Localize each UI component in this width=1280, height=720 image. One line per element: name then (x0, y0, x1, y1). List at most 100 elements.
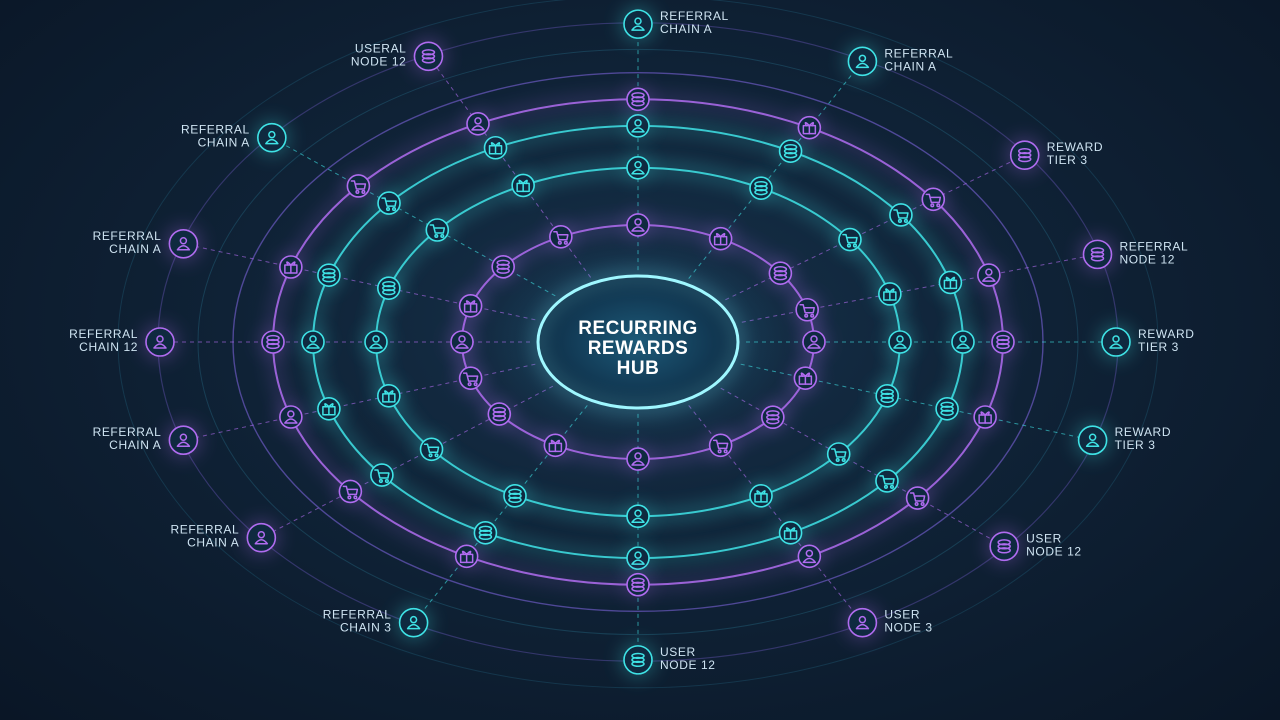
inner-node[interactable] (313, 393, 344, 424)
inner-node[interactable] (918, 184, 949, 215)
inner-node[interactable] (470, 517, 501, 548)
outer-node-label-line: CHAIN 3 (340, 621, 392, 635)
spoke-line (688, 405, 863, 623)
node-disc (487, 402, 512, 426)
inner-node[interactable] (623, 84, 653, 115)
user-icon (306, 335, 320, 349)
inner-node[interactable] (447, 327, 477, 357)
inner-node[interactable] (374, 188, 405, 219)
spoke-line (413, 405, 588, 623)
inner-node[interactable] (422, 215, 453, 246)
inner-node[interactable] (275, 251, 306, 282)
outer-node-label-line: NODE 3 (884, 621, 932, 635)
inner-node[interactable] (462, 108, 493, 139)
coins-icon (266, 334, 280, 350)
inner-node[interactable] (790, 363, 821, 394)
inner-node[interactable] (499, 480, 530, 511)
gift-icon (459, 550, 474, 564)
outer-node-label-line: TIER 3 (1138, 340, 1179, 354)
inner-node[interactable] (705, 430, 736, 461)
inner-node[interactable] (540, 430, 571, 461)
inner-node[interactable] (623, 209, 653, 240)
inner-node[interactable] (872, 380, 903, 411)
inner-node[interactable] (313, 260, 344, 291)
node-disc (875, 384, 899, 408)
node-disc (1082, 239, 1113, 270)
inner-node[interactable] (935, 267, 966, 298)
inner-node[interactable] (871, 465, 902, 496)
inner-node[interactable] (932, 393, 963, 424)
inner-node[interactable] (988, 327, 1018, 357)
inner-node[interactable] (746, 480, 777, 511)
inner-node[interactable] (885, 199, 916, 230)
cart-icon (712, 439, 729, 454)
inner-node[interactable] (794, 541, 825, 572)
inner-node[interactable] (902, 483, 933, 514)
inner-node[interactable] (373, 273, 404, 304)
inner-node[interactable] (948, 327, 978, 357)
inner-node[interactable] (973, 260, 1004, 291)
inner-node[interactable] (746, 173, 777, 204)
inner-node[interactable] (275, 402, 306, 433)
inner-node[interactable] (775, 136, 806, 167)
inner-node[interactable] (765, 258, 796, 289)
inner-node[interactable] (799, 327, 829, 357)
inner-node[interactable] (823, 438, 854, 469)
inner-node[interactable] (343, 170, 374, 201)
node-disc (626, 87, 650, 112)
inner-node[interactable] (792, 294, 823, 325)
inner-node[interactable] (373, 380, 404, 411)
inner-node[interactable] (258, 327, 288, 357)
inner-node[interactable] (366, 460, 397, 491)
gift-icon (463, 300, 478, 313)
inner-node[interactable] (298, 327, 328, 357)
inner-node[interactable] (480, 132, 511, 163)
inner-node[interactable] (508, 170, 539, 201)
inner-node[interactable] (416, 434, 447, 465)
node-disc (491, 254, 515, 279)
inner-node[interactable] (623, 110, 653, 141)
spoke-line (428, 56, 592, 278)
inner-node[interactable] (757, 402, 788, 433)
inner-node[interactable] (794, 112, 825, 143)
inner-node[interactable] (488, 251, 519, 282)
inner-node[interactable] (623, 543, 653, 574)
inner-node[interactable] (775, 517, 806, 548)
inner-node[interactable] (874, 278, 905, 309)
inner-node[interactable] (623, 444, 653, 475)
inner-node[interactable] (484, 399, 515, 430)
inner-node[interactable] (451, 541, 482, 572)
outer-node-label-line: CHAIN 12 (79, 340, 138, 354)
central-hub[interactable]: RECURRING REWARDS HUB (488, 242, 788, 442)
cart-icon (925, 193, 942, 208)
inner-node[interactable] (705, 223, 736, 254)
inner-node[interactable] (335, 476, 366, 507)
inner-node[interactable] (970, 402, 1001, 433)
inner-node[interactable] (545, 221, 576, 252)
inner-node[interactable] (834, 224, 865, 255)
gift-icon (488, 141, 503, 155)
inner-node[interactable] (361, 327, 391, 357)
inner-node[interactable] (623, 152, 653, 183)
inner-node[interactable] (885, 327, 915, 357)
inner-node[interactable] (623, 569, 653, 600)
inner-node[interactable] (455, 363, 486, 394)
inner-node[interactable] (455, 290, 486, 321)
inner-node[interactable] (623, 501, 653, 532)
